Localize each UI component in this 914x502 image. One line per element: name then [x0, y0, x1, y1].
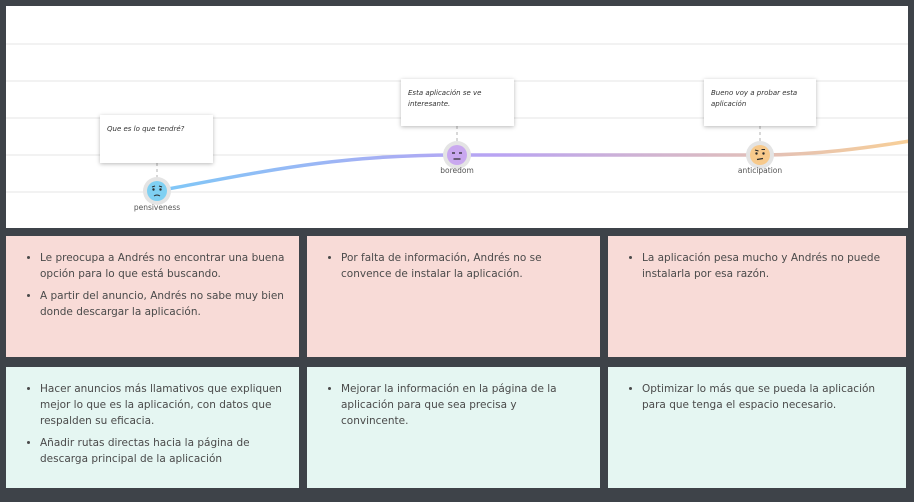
pensive-face-icon [143, 177, 171, 205]
bullet-list: Hacer anuncios más llamativos que expliq… [24, 381, 285, 467]
emotion-label: anticipation [737, 166, 783, 175]
list-item: Mejorar la información en la página de l… [341, 381, 586, 429]
thought-bubble: Esta aplicación se ve interesante. [401, 79, 514, 126]
neutral-face-icon [443, 141, 471, 169]
list-item: Optimizar lo más que se pueda la aplicac… [642, 381, 892, 413]
list-item: A partir del anuncio, Andrés no sabe muy… [40, 288, 285, 320]
thought-bubble: Bueno voy a probar esta aplicación [704, 79, 816, 126]
emotion-journey-panel: Que es lo que tendré? Esta aplicación se… [6, 6, 908, 228]
opportunity-card: Mejorar la información en la página de l… [307, 367, 600, 488]
thought-text: Esta aplicación se ve interesante. [408, 89, 482, 108]
thought-bubble: Que es lo que tendré? [100, 115, 213, 163]
bullet-list: Mejorar la información en la página de l… [325, 381, 586, 429]
pain-point-card: La aplicación pesa mucho y Andrés no pue… [608, 236, 906, 357]
thought-text: Que es lo que tendré? [107, 125, 185, 133]
list-item: Añadir rutas directas hacia la página de… [40, 435, 285, 467]
pain-point-card: Por falta de información, Andrés no se c… [307, 236, 600, 357]
bullet-list: Por falta de información, Andrés no se c… [325, 250, 586, 282]
opportunity-card: Optimizar lo más que se pueda la aplicac… [608, 367, 906, 488]
bullet-list: Optimizar lo más que se pueda la aplicac… [626, 381, 892, 413]
thought-text: Bueno voy a probar esta aplicación [711, 89, 798, 108]
list-item: La aplicación pesa mucho y Andrés no pue… [642, 250, 892, 282]
list-item: Hacer anuncios más llamativos que expliq… [40, 381, 285, 429]
skeptical-face-icon [746, 141, 774, 169]
opportunity-card: Hacer anuncios más llamativos que expliq… [6, 367, 299, 488]
bullet-list: Le preocupa a Andrés no encontrar una bu… [24, 250, 285, 320]
pain-point-card: Le preocupa a Andrés no encontrar una bu… [6, 236, 299, 357]
bullet-list: La aplicación pesa mucho y Andrés no pue… [626, 250, 892, 282]
list-item: Le preocupa a Andrés no encontrar una bu… [40, 250, 285, 282]
emotion-label: boredom [440, 166, 474, 175]
list-item: Por falta de información, Andrés no se c… [341, 250, 586, 282]
emotion-label: pensiveness [133, 203, 181, 212]
emotion-curve [155, 139, 908, 193]
